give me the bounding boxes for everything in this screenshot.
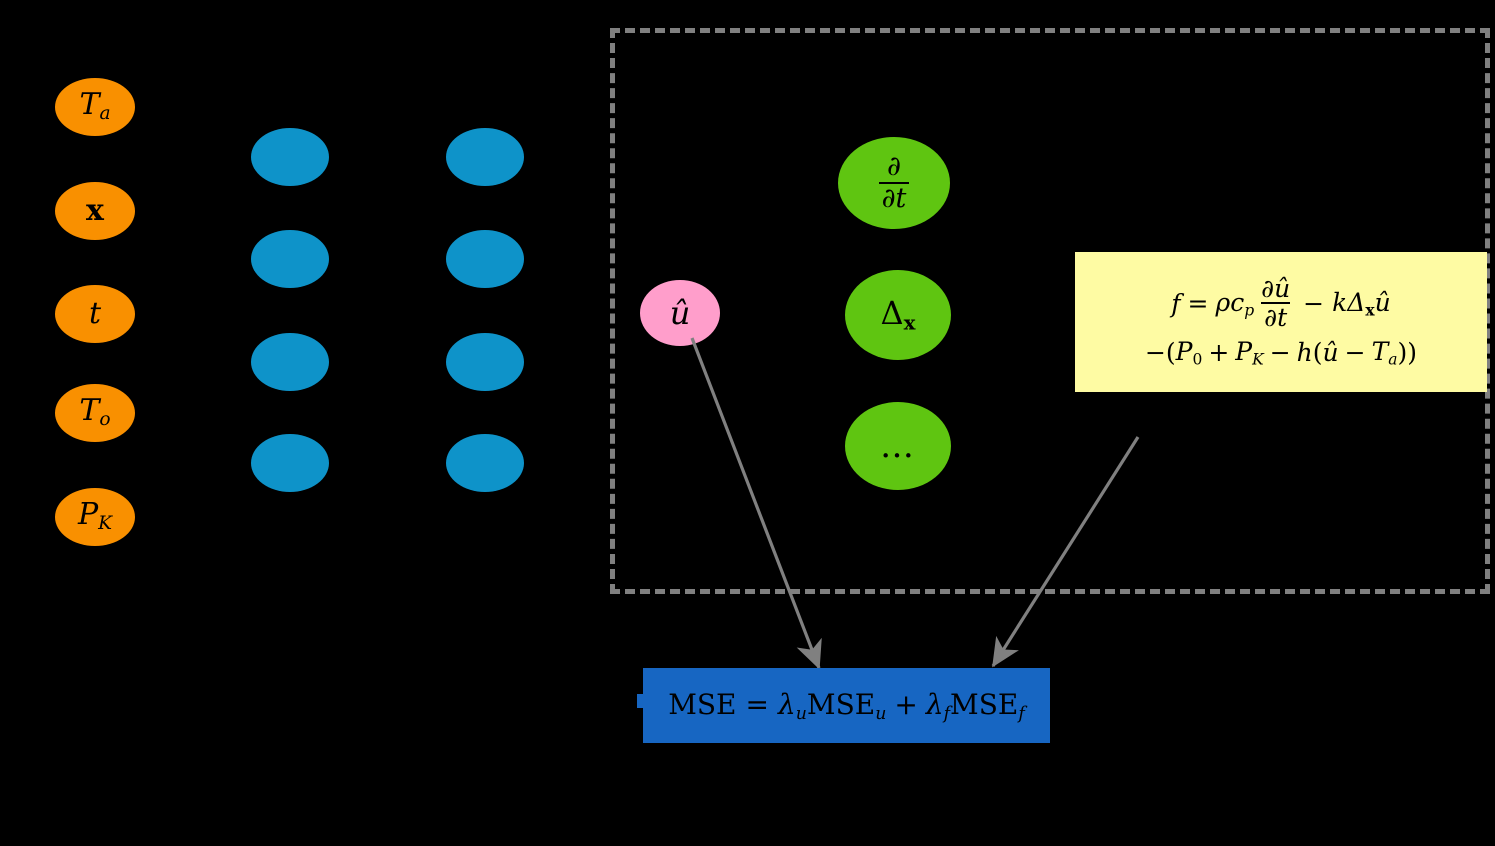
- input-node-To[interactable]: To: [55, 384, 135, 442]
- input-node-To-label: To: [79, 393, 111, 431]
- hidden2-node-3[interactable]: [446, 333, 524, 391]
- input-node-t[interactable]: t: [55, 285, 135, 343]
- operator-node-ellipsis[interactable]: …: [845, 402, 951, 490]
- pde-residual-line-1: f = ρcp ∂û∂t − kΔxû: [1171, 273, 1391, 333]
- operator-node-partial-dt[interactable]: ∂∂t: [838, 137, 950, 229]
- operator-node-laplacian[interactable]: Δx: [845, 270, 951, 360]
- operator-node-partial-dt-label: ∂∂t: [877, 153, 912, 212]
- operator-node-ellipsis-label: …: [880, 425, 916, 466]
- input-node-PK-label: PK: [77, 497, 113, 535]
- operator-node-laplacian-label: Δx: [880, 293, 916, 335]
- pde-residual-line-2: −(P0+PK−h(û−Ta)): [1144, 336, 1418, 369]
- hidden2-node-2[interactable]: [446, 230, 524, 288]
- output-node-uhat-label: û: [669, 294, 691, 332]
- input-node-Ta[interactable]: Ta: [55, 78, 135, 136]
- input-node-t-label: t: [88, 296, 102, 331]
- hidden1-node-4[interactable]: [251, 434, 329, 492]
- input-node-PK[interactable]: PK: [55, 488, 135, 546]
- input-node-Ta-label: Ta: [79, 87, 111, 125]
- hidden2-node-4[interactable]: [446, 434, 524, 492]
- hidden1-node-3[interactable]: [251, 333, 329, 391]
- input-node-x[interactable]: x: [55, 182, 135, 240]
- loss-function-box: MSE=λuMSEu+λfMSEf: [643, 668, 1050, 743]
- hidden2-node-1[interactable]: [446, 128, 524, 186]
- output-node-uhat[interactable]: û: [640, 280, 720, 346]
- hidden1-node-1[interactable]: [251, 128, 329, 186]
- loss-function-expression: MSE=λuMSEu+λfMSEf: [668, 687, 1025, 724]
- input-node-x-label: x: [86, 193, 104, 228]
- loss-box-connector-nub: [637, 694, 647, 708]
- pde-residual-box: f = ρcp ∂û∂t − kΔxû −(P0+PK−h(û−Ta)): [1075, 252, 1487, 392]
- hidden1-node-2[interactable]: [251, 230, 329, 288]
